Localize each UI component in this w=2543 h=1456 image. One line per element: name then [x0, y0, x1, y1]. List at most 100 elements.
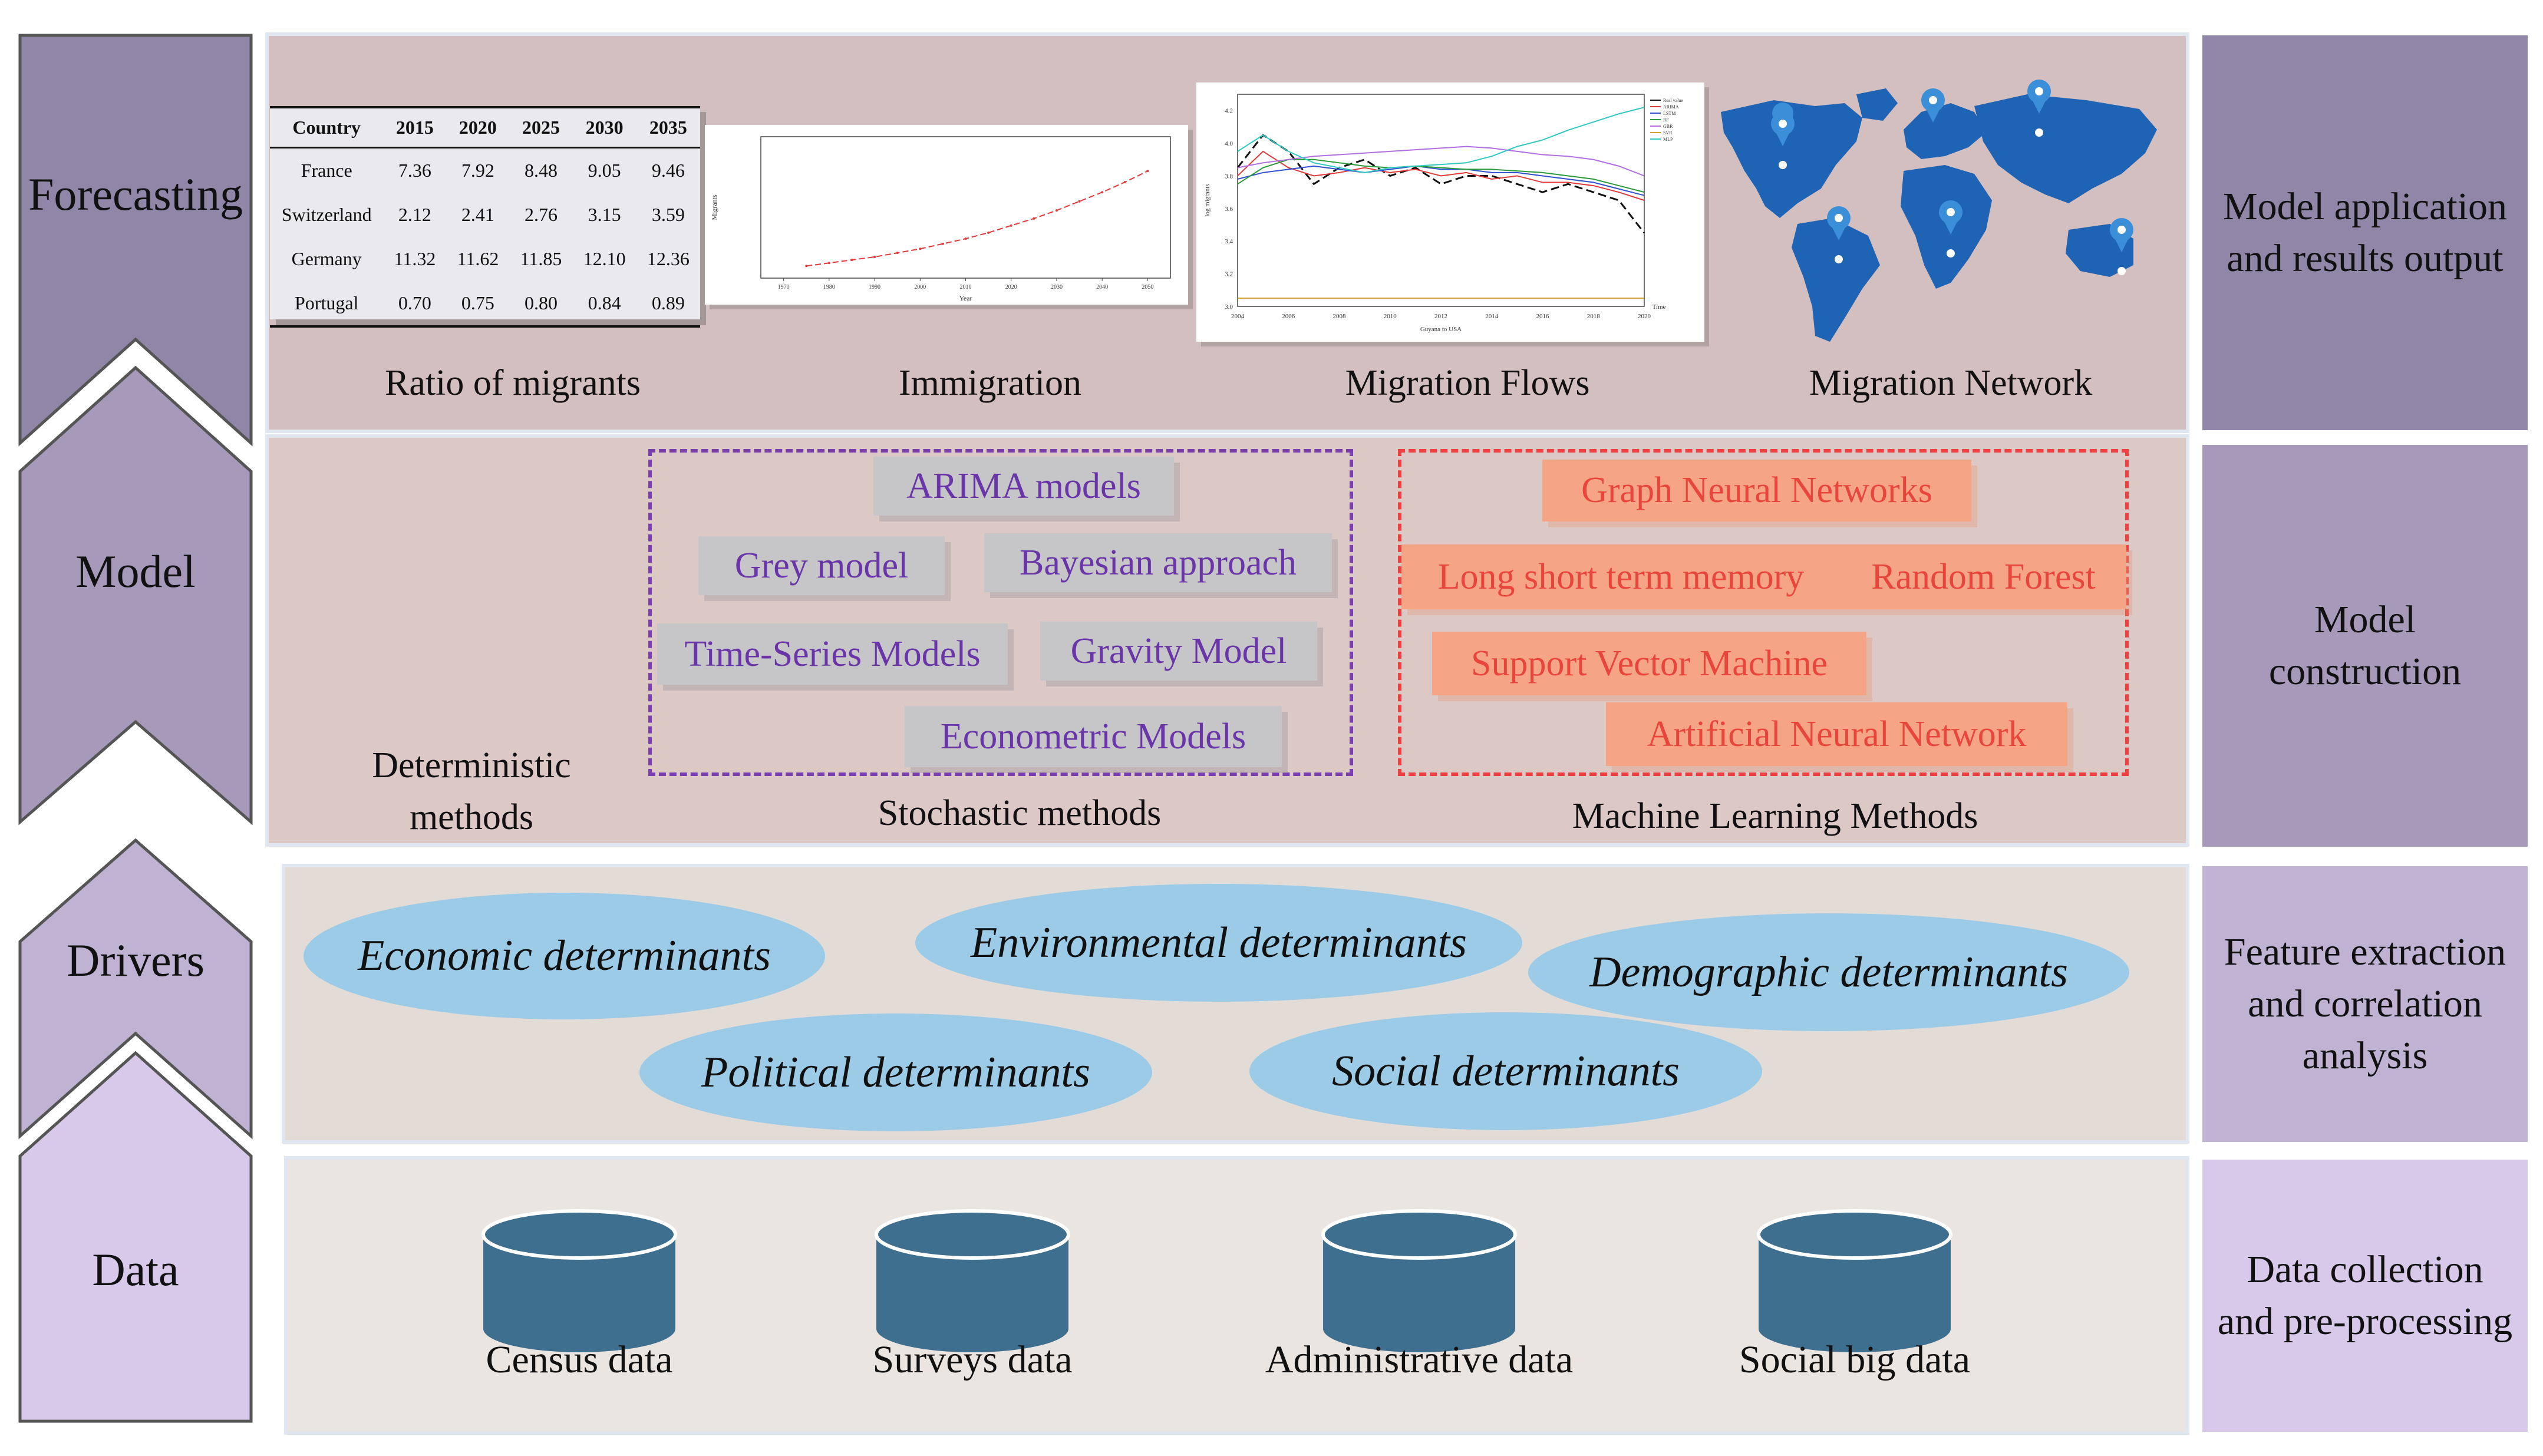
table-cell: Germany	[291, 248, 362, 269]
model-chip-random-forest: Random Forest	[1841, 544, 2126, 609]
table-cell: 11.85	[520, 248, 562, 269]
asia-shape	[1974, 94, 2157, 203]
table-cell: 0.80	[509, 281, 573, 328]
legend-label: GBR	[1663, 124, 1673, 129]
model-chip-time-series: Time-Series Models	[657, 623, 1008, 685]
legend-label: Real value	[1663, 98, 1683, 103]
data-point	[805, 265, 808, 268]
y-tick-label: 3.4	[1225, 238, 1233, 245]
europe-shape	[1904, 103, 1986, 159]
x-tick-label: 2040	[1096, 284, 1108, 290]
x-tick-label: 2000	[914, 284, 926, 290]
x-tick-label: 2020	[1638, 313, 1651, 320]
y-axis-label: Migrants	[710, 194, 718, 220]
data-point	[1033, 217, 1035, 220]
x-tick-label: 2016	[1536, 313, 1550, 320]
x-tick-label: 2018	[1587, 313, 1601, 320]
table-cell: 7.92	[461, 160, 494, 181]
series-line	[1237, 150, 1645, 201]
table-cell: 7.36	[398, 160, 431, 181]
layer-label-data: Data	[92, 1244, 179, 1295]
database-icon	[1321, 1209, 1517, 1352]
y-tick-label: 4.2	[1225, 108, 1233, 115]
table-cell: 2.12	[398, 204, 431, 225]
model-chip-gravity: Gravity Model	[1040, 622, 1317, 681]
caption-ratio-of-migrants: Ratio of migrants	[385, 363, 641, 403]
table-cell: 12.10	[583, 248, 626, 269]
table-cell: 9.05	[588, 160, 621, 181]
side-label-forecasting: Model application and results output	[2202, 35, 2528, 430]
layer-label-drivers: Drivers	[67, 935, 205, 986]
model-chip-bayesian: Bayesian approach	[984, 533, 1332, 592]
table-cell: 3.15	[588, 204, 621, 225]
side-label-drivers: Feature extraction and correlation analy…	[2202, 866, 2528, 1142]
deterministic-methods-label: Deterministic methods	[372, 745, 571, 837]
layer-arrows	[18, 34, 253, 1423]
table-cell: 0.84	[572, 281, 636, 328]
map-pin-icon	[1939, 200, 1963, 257]
table-header-cell: Country	[270, 106, 384, 148]
data-point	[919, 247, 922, 250]
arrow-drivers	[18, 838, 253, 1140]
x-tick-label: 1980	[823, 284, 835, 290]
table-cell: 0.89	[636, 281, 700, 328]
map-pin-icon	[2110, 218, 2133, 275]
table-cell: 3.59	[651, 204, 685, 225]
y-tick-label: 4.0	[1225, 140, 1233, 147]
data-source-administrative: Administrative data	[1265, 1338, 1574, 1381]
legend-label: ARIMA	[1663, 104, 1679, 110]
data-point	[987, 231, 990, 234]
model-chip-svm: Support Vector Machine	[1432, 632, 1866, 695]
model-chip-econometric: Econometric Models	[905, 706, 1282, 767]
map-pin-icon	[1921, 88, 1945, 123]
driver-social: Social determinants	[1249, 1012, 1762, 1130]
table-header-cell: 2020	[446, 106, 510, 148]
data-point	[896, 252, 899, 255]
ratio-table-card: Country 2015 2020 2025 2030 2035 France …	[270, 106, 700, 328]
data-point	[1146, 170, 1149, 173]
world-map-graphic	[1721, 80, 2157, 342]
y-tick-label: 3.8	[1225, 173, 1233, 180]
x-tick-label: 2010	[1384, 313, 1397, 320]
table-cell: Switzerland	[281, 204, 372, 225]
table-row: Germany 11.32 11.62 11.85 12.10 12.36	[270, 237, 700, 281]
y-tick-label: 3.0	[1225, 303, 1233, 311]
arrow-model	[18, 365, 253, 826]
model-chip-lstm: Long short term memory	[1401, 544, 1841, 609]
driver-demographic: Demographic determinants	[1528, 913, 2129, 1031]
time-label: Time	[1653, 303, 1666, 311]
map-pin-icon	[1827, 206, 1851, 263]
caption-migration-flows: Migration Flows	[1345, 363, 1590, 403]
series-line	[1237, 165, 1645, 196]
model-chip-gnn: Graph Neural Networks	[1542, 460, 1971, 521]
table-cell: 11.62	[457, 248, 499, 269]
table-cell: 8.48	[524, 160, 558, 181]
series-line	[1237, 146, 1645, 177]
table-cell: 9.46	[651, 160, 685, 181]
model-chip-ann: Artificial Neural Network	[1606, 702, 2067, 766]
side-label-data: Data collection and pre-processing	[2202, 1160, 2528, 1432]
data-point	[1101, 191, 1104, 194]
x-tick-label: 2010	[960, 284, 972, 290]
table-header-cell: 2030	[572, 106, 636, 148]
data-source-census: Census data	[486, 1338, 673, 1381]
legend-label: MLP	[1663, 137, 1673, 142]
table-cell: 0.75	[446, 281, 510, 328]
y-tick-label: 3.6	[1225, 206, 1233, 213]
table-cell: 11.32	[394, 248, 436, 269]
plot-frame	[1237, 94, 1645, 307]
ml-methods-caption: Machine Learning Methods	[1572, 796, 1978, 836]
legend-label: SVR	[1663, 130, 1673, 136]
table-row: Portugal 0.70 0.75 0.80 0.84 0.89	[270, 281, 700, 328]
model-chip-arima: ARIMA models	[873, 457, 1174, 516]
data-point	[1078, 200, 1081, 203]
table-cell: Portugal	[270, 281, 384, 328]
driver-economic: Economic determinants	[304, 893, 825, 1019]
data-source-surveys: Surveys data	[872, 1338, 1073, 1381]
caption-immigration: Immigration	[899, 363, 1081, 403]
x-tick-label: 2030	[1051, 284, 1063, 290]
data-point	[827, 262, 830, 265]
map-pin-icon	[1771, 103, 1795, 169]
ratio-table: Country 2015 2020 2025 2030 2035 France …	[270, 106, 700, 328]
